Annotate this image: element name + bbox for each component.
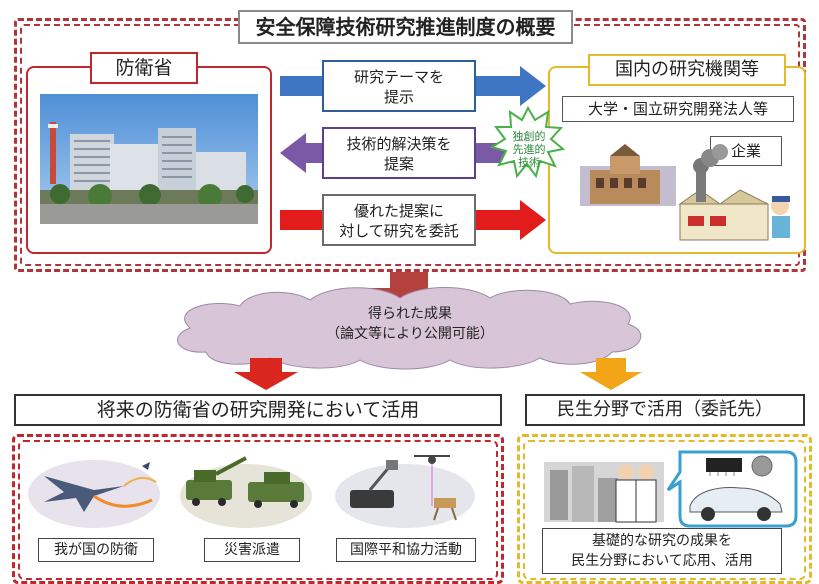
future-defense-use-label: 将来の防衛省の研究開発において活用 [14,394,502,426]
innovation-burst-label: 独創的 先進的 技術 [507,130,551,169]
burst-line2: 先進的 [512,143,546,156]
mod-building-photo [40,94,258,224]
down-arrow-results [370,272,448,308]
civil-application-illustration [530,442,802,528]
results-flow-layer [177,272,642,390]
use-item-national-defense: 我が国の防衛 [38,538,154,562]
national-defense-illustration [24,446,164,530]
results-cloud-shape [177,287,642,370]
civil-application-note: 基礎的な研究の成果を 民生分野において応用、活用 [542,528,782,574]
down-arrow-defense-use [234,358,298,390]
burst-line1: 独創的 [512,130,546,143]
present-theme-line1: 研究テーマを [353,68,444,86]
institutions-label: 国内の研究機関等 [588,54,786,86]
innovation-burst-shape [489,105,566,179]
mod-label: 防衛省 [90,52,198,84]
diagram-title: 安全保障技術研究推進制度の概要 [238,10,573,44]
burst-line3: 技術 [518,156,540,169]
civil-note-line2: 民生分野において応用、活用 [571,553,753,569]
university-label: 大学・国立研究開発法人等 [562,96,794,122]
use-item-disaster-relief: 災害派遣 [204,538,300,562]
research-institute-illustration [580,126,798,246]
propose-solution-line1: 技術的解決策を [346,135,452,153]
down-arrow-civil-use [580,358,642,390]
commission-research-line1: 優れた提案に [353,202,444,220]
use-item-peacekeeping: 国際平和協力活動 [336,538,476,562]
civil-note-line1: 基礎的な研究の成果を [592,533,732,549]
arrow-label-present-theme: 研究テーマを 提示 [322,60,476,112]
commission-research-line2: 対して研究を委託 [339,222,459,240]
results-line1: 得られた成果 [368,306,452,322]
arrow-label-propose-solution: 技術的解決策を 提案 [322,127,476,179]
arrow-label-commission-research: 優れた提案に 対して研究を委託 [322,194,476,246]
results-cloud-label: 得られた成果 （論文等により公開可能） [290,304,530,350]
civil-use-label: 民生分野で活用（委託先） [525,394,805,426]
results-line2: （論文等により公開可能） [326,326,494,342]
peacekeeping-illustration [330,446,480,530]
disaster-relief-illustration [176,446,316,530]
propose-solution-line2: 提案 [383,155,414,173]
present-theme-line2: 提示 [383,88,414,106]
